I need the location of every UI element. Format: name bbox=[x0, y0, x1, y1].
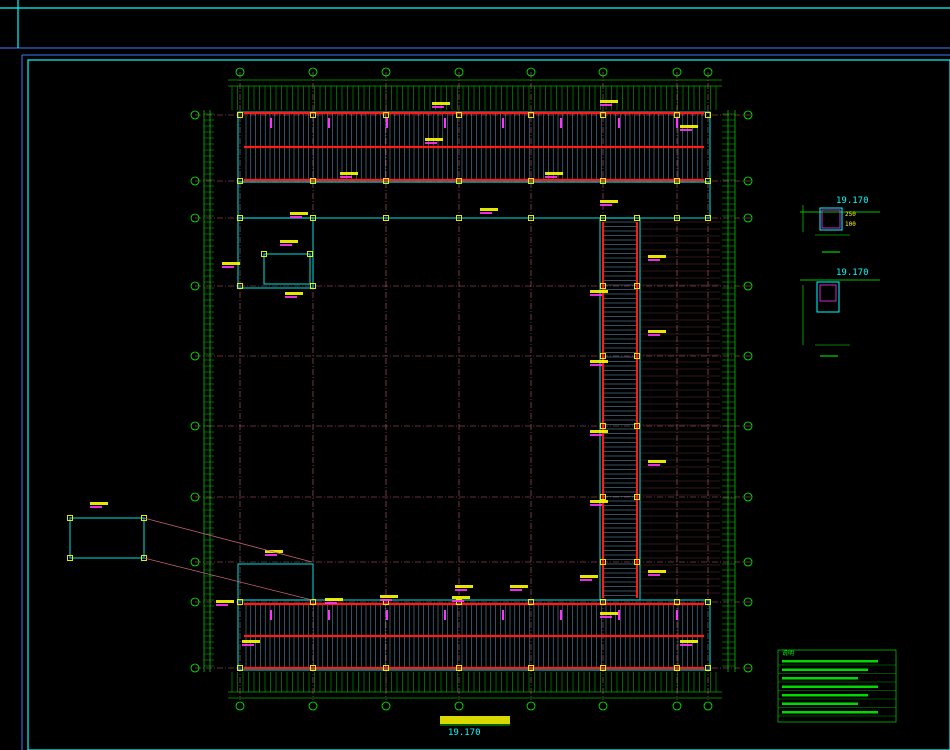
axis-bubble bbox=[381, 701, 391, 711]
notes-box: 说明 bbox=[777, 649, 897, 723]
axis-bubble bbox=[672, 701, 682, 711]
notes-title: 说明 bbox=[782, 649, 794, 657]
axis-bubble bbox=[190, 597, 200, 607]
axis-bubble bbox=[743, 176, 753, 186]
axis-bubble bbox=[235, 67, 245, 77]
axis-bubble bbox=[190, 213, 200, 223]
section-elev-2: 19.170 bbox=[836, 268, 869, 278]
building-walls bbox=[69, 111, 711, 671]
red-beams bbox=[244, 111, 704, 670]
axis-bubble bbox=[598, 67, 608, 77]
axis-bubble bbox=[743, 663, 753, 673]
axis-bubble bbox=[308, 701, 318, 711]
structural-columns bbox=[67, 112, 711, 671]
dimension-lines bbox=[203, 79, 736, 699]
axis-bubble bbox=[454, 701, 464, 711]
axis-bubble bbox=[381, 67, 391, 77]
axis-bubble bbox=[743, 351, 753, 361]
axis-bubble bbox=[743, 597, 753, 607]
axis-bubble bbox=[454, 67, 464, 77]
section-elev-1: 19.170 bbox=[836, 196, 869, 206]
beam-labels bbox=[90, 100, 698, 646]
dimension-ticks bbox=[204, 86, 735, 692]
axis-bubble bbox=[526, 701, 536, 711]
rib-pattern-right bbox=[604, 221, 720, 596]
rib-pattern-top bbox=[245, 114, 703, 179]
rib-pattern-bottom bbox=[245, 605, 703, 667]
axis-bubble bbox=[190, 351, 200, 361]
axis-bubble bbox=[743, 213, 753, 223]
axis-bubble bbox=[598, 701, 608, 711]
notes-lines bbox=[778, 660, 896, 717]
axis-grid-lines bbox=[195, 72, 752, 700]
axis-bubble bbox=[190, 110, 200, 120]
section-detail-2: 19.170 bbox=[800, 268, 880, 357]
axis-bubble bbox=[190, 176, 200, 186]
axis-bubble bbox=[743, 421, 753, 431]
svg-text:250: 250 bbox=[845, 211, 856, 218]
axis-bubble bbox=[190, 492, 200, 502]
svg-text:100: 100 bbox=[845, 221, 856, 228]
axis-bubble bbox=[308, 67, 318, 77]
detail-leaders bbox=[143, 517, 313, 601]
axis-bubble bbox=[190, 663, 200, 673]
section-detail-1: 19.170 250 100 bbox=[800, 196, 880, 253]
axis-bubble bbox=[743, 557, 753, 567]
axis-bubble bbox=[672, 67, 682, 77]
axis-bubble bbox=[743, 110, 753, 120]
axis-bubble bbox=[703, 701, 713, 711]
axis-bubble bbox=[743, 281, 753, 291]
axis-bubble bbox=[703, 67, 713, 77]
axis-bubble bbox=[235, 701, 245, 711]
axis-bubbles bbox=[190, 67, 753, 711]
axis-bubble bbox=[743, 492, 753, 502]
axis-bubble bbox=[190, 281, 200, 291]
axis-bubble bbox=[190, 557, 200, 567]
plan-caption: 19.170 bbox=[440, 716, 510, 738]
axis-bubble bbox=[526, 67, 536, 77]
caption-elevation: 19.170 bbox=[448, 728, 481, 738]
axis-bubble bbox=[190, 421, 200, 431]
